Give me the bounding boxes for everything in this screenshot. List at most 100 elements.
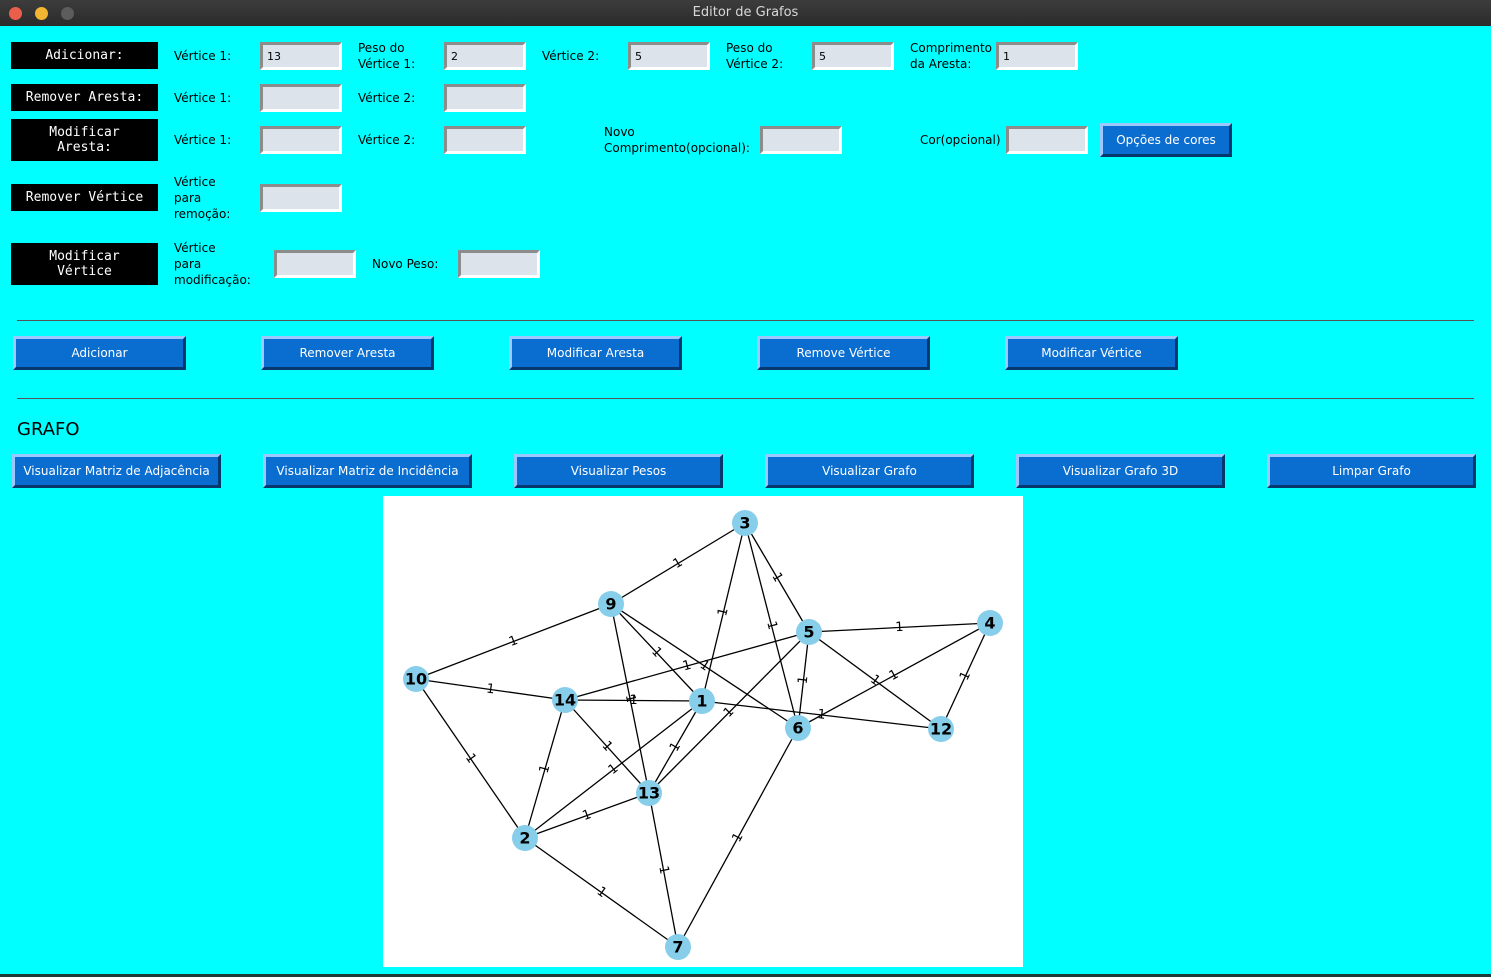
remove-edge-section-title: Remover Aresta: <box>11 84 158 111</box>
add-section-title: Adicionar: <box>11 42 158 69</box>
graph-node-label: 5 <box>803 623 814 642</box>
graph-edge-weight-label: 1 <box>537 763 554 775</box>
new-weight-label: Novo Peso: <box>372 257 439 271</box>
window-titlebar: Editor de Grafos <box>0 0 1491 26</box>
remove-edge-vertex2-input[interactable] <box>444 84 526 112</box>
remove-edge-button[interactable]: Remover Aresta <box>261 336 434 370</box>
add-weight1-label: Peso do Vértice 1: <box>358 41 416 71</box>
graph-edge-weight-label: 1 <box>507 633 520 650</box>
graph-node <box>665 934 691 960</box>
view-graph-3d-button[interactable]: Visualizar Grafo 3D <box>1016 454 1225 488</box>
color-options-button[interactable]: Opções de cores <box>1100 123 1232 157</box>
graph-edge <box>415 678 566 701</box>
graph-node-label: 3 <box>739 514 750 533</box>
graph-edge-weight-label: 1 <box>671 555 686 572</box>
add-vertex1-input[interactable]: 13 <box>260 42 342 70</box>
graph-edge-weight-label: 1 <box>655 865 671 876</box>
graph-node-label: 10 <box>405 670 427 689</box>
graph-edge-weight-label: 1 <box>581 807 594 824</box>
graph-edge <box>524 837 679 948</box>
modify-edge-length-input[interactable] <box>760 126 842 154</box>
graph-edge-weight-label: 1 <box>957 669 974 683</box>
add-vertex2-label: Vértice 2: <box>542 49 600 63</box>
maximize-window-button[interactable] <box>61 7 74 20</box>
add-weight1-input[interactable]: 2 <box>444 42 526 70</box>
remove-vertex-section-title: Remover Vértice <box>11 184 158 211</box>
add-edge-length-label: Comprimento da Aresta: <box>910 41 993 71</box>
graph-edge <box>524 700 703 839</box>
graph-edge <box>564 699 703 702</box>
graph-node <box>785 715 811 741</box>
modify-vertex-input[interactable] <box>274 250 356 278</box>
graph-node <box>552 687 578 713</box>
graph-edge-weight-label: 1 <box>817 707 827 723</box>
graph-edge <box>524 792 650 839</box>
graph-heading: GRAFO <box>17 419 80 440</box>
graph-edge <box>415 603 612 680</box>
graph-edge-weight-label: 1 <box>681 658 693 675</box>
close-window-button[interactable] <box>9 7 22 20</box>
add-vertex2-input[interactable]: 5 <box>628 42 710 70</box>
modify-edge-vertex2-input[interactable] <box>444 126 526 154</box>
graph-edge-weight-label: 1 <box>715 606 732 618</box>
view-graph-button[interactable]: Visualizar Grafo <box>765 454 974 488</box>
modify-edge-button[interactable]: Modificar Aresta <box>509 336 682 370</box>
minimize-window-button[interactable] <box>35 7 48 20</box>
graph-node-label: 9 <box>605 595 616 614</box>
modify-edge-color-input[interactable] <box>1006 126 1088 154</box>
graph-edge <box>415 678 526 839</box>
graph-edge <box>610 603 650 794</box>
modify-edge-vertex1-input[interactable] <box>260 126 342 154</box>
graph-node-label: 12 <box>930 720 952 739</box>
add-button[interactable]: Adicionar <box>13 336 186 370</box>
new-weight-input[interactable] <box>458 250 540 278</box>
graph-edge <box>610 522 746 605</box>
graph-node <box>928 716 954 742</box>
remove-vertex-button[interactable]: Remove Vértice <box>757 336 930 370</box>
graph-node <box>977 610 1003 636</box>
remove-edge-vertex1-input[interactable] <box>260 84 342 112</box>
view-incidence-matrix-button[interactable]: Visualizar Matriz de Incidência <box>263 454 472 488</box>
graph-edge <box>648 792 679 948</box>
graph-edge <box>701 522 746 702</box>
graph-node <box>403 666 429 692</box>
graph-edge-weight-label: 1 <box>667 740 684 755</box>
remove-vertex-label: Vértice para remoção: <box>174 175 231 221</box>
graph-edge-weight-label: 1 <box>606 761 622 778</box>
modify-edge-length-label: Novo Comprimento(opcional): <box>604 125 750 155</box>
graph-edge-weight-label: 1 <box>462 751 479 766</box>
separator <box>17 320 1474 321</box>
bottom-border <box>0 974 1491 977</box>
graph-edge-weight-label: 1 <box>729 830 746 844</box>
add-weight2-input[interactable]: 5 <box>812 42 894 70</box>
graph-edge <box>564 699 650 794</box>
modify-edge-vertex2-label: Vértice 2: <box>358 133 416 147</box>
graph-edge-weight-label: 1 <box>887 667 901 684</box>
graph-node <box>636 780 662 806</box>
clear-graph-button[interactable]: Limpar Grafo <box>1267 454 1476 488</box>
graph-node-label: 7 <box>672 938 683 957</box>
view-weights-button[interactable]: Visualizar Pesos <box>514 454 723 488</box>
graph-edge <box>797 622 991 729</box>
add-vertex1-label: Vértice 1: <box>174 49 232 63</box>
graph-node <box>732 510 758 536</box>
graph-edge <box>744 522 799 729</box>
graph-node-label: 14 <box>554 691 576 710</box>
remove-vertex-input[interactable] <box>260 184 342 212</box>
separator <box>17 398 1474 399</box>
graph-node <box>796 619 822 645</box>
graph-edge <box>808 631 942 730</box>
graph-node-label: 13 <box>638 784 660 803</box>
graph-edge <box>940 622 991 730</box>
modify-edge-vertex1-label: Vértice 1: <box>174 133 232 147</box>
modify-vertex-label: Vértice para modificação: <box>174 241 251 287</box>
add-edge-length-input[interactable]: 1 <box>996 42 1078 70</box>
view-adjacency-matrix-button[interactable]: Visualizar Matriz de Adjacência <box>12 454 221 488</box>
graph-node <box>512 825 538 851</box>
graph-edge <box>677 727 799 948</box>
modify-vertex-button[interactable]: Modificar Vértice <box>1005 336 1178 370</box>
graph-edge <box>701 700 942 730</box>
remove-edge-vertex1-label: Vértice 1: <box>174 91 232 105</box>
